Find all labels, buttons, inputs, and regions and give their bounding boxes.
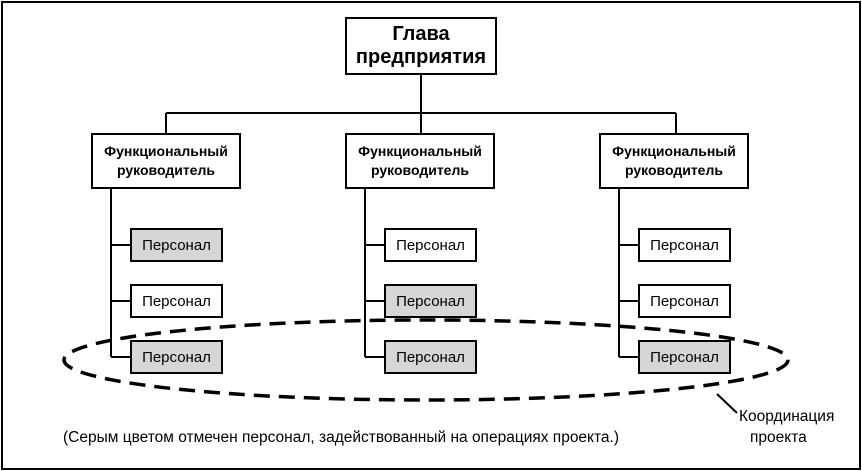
functional-manager-line1: Функциональный (104, 143, 228, 159)
coordination-ellipse (62, 318, 790, 402)
staff-box: Персонал (384, 228, 477, 262)
coordination-pointer (716, 393, 738, 414)
head-label-line2: предприятия (355, 46, 487, 68)
staff-box: Персонал (638, 340, 731, 374)
staff-box: Персонал (638, 284, 731, 318)
functional-manager-box: Функциональный руководитель (599, 133, 749, 189)
legend-note: (Серым цветом отмечен персонал, задейств… (63, 429, 620, 446)
staff-box: Персонал (384, 284, 477, 318)
staff-box: Персонал (130, 228, 223, 262)
functional-manager-box: Функциональный руководитель (345, 133, 495, 189)
staff-box: Персонал (638, 228, 731, 262)
staff-box: Персонал (384, 340, 477, 374)
functional-manager-line2: руководитель (117, 162, 215, 178)
enterprise-head-box: Глава предприятия (345, 17, 497, 75)
functional-manager-line2: руководитель (625, 162, 723, 178)
functional-manager-line1: Функциональный (358, 143, 482, 159)
coordination-label-line1: Координация (739, 408, 835, 425)
functional-manager-box: Функциональный руководитель (91, 133, 241, 189)
head-label-line1: Глава (392, 23, 450, 45)
coordination-label-line2: проекта (750, 429, 807, 446)
staff-box: Персонал (130, 284, 223, 318)
functional-manager-line1: Функциональный (612, 143, 736, 159)
staff-box: Персонал (130, 340, 223, 374)
functional-manager-line2: руководитель (371, 162, 469, 178)
